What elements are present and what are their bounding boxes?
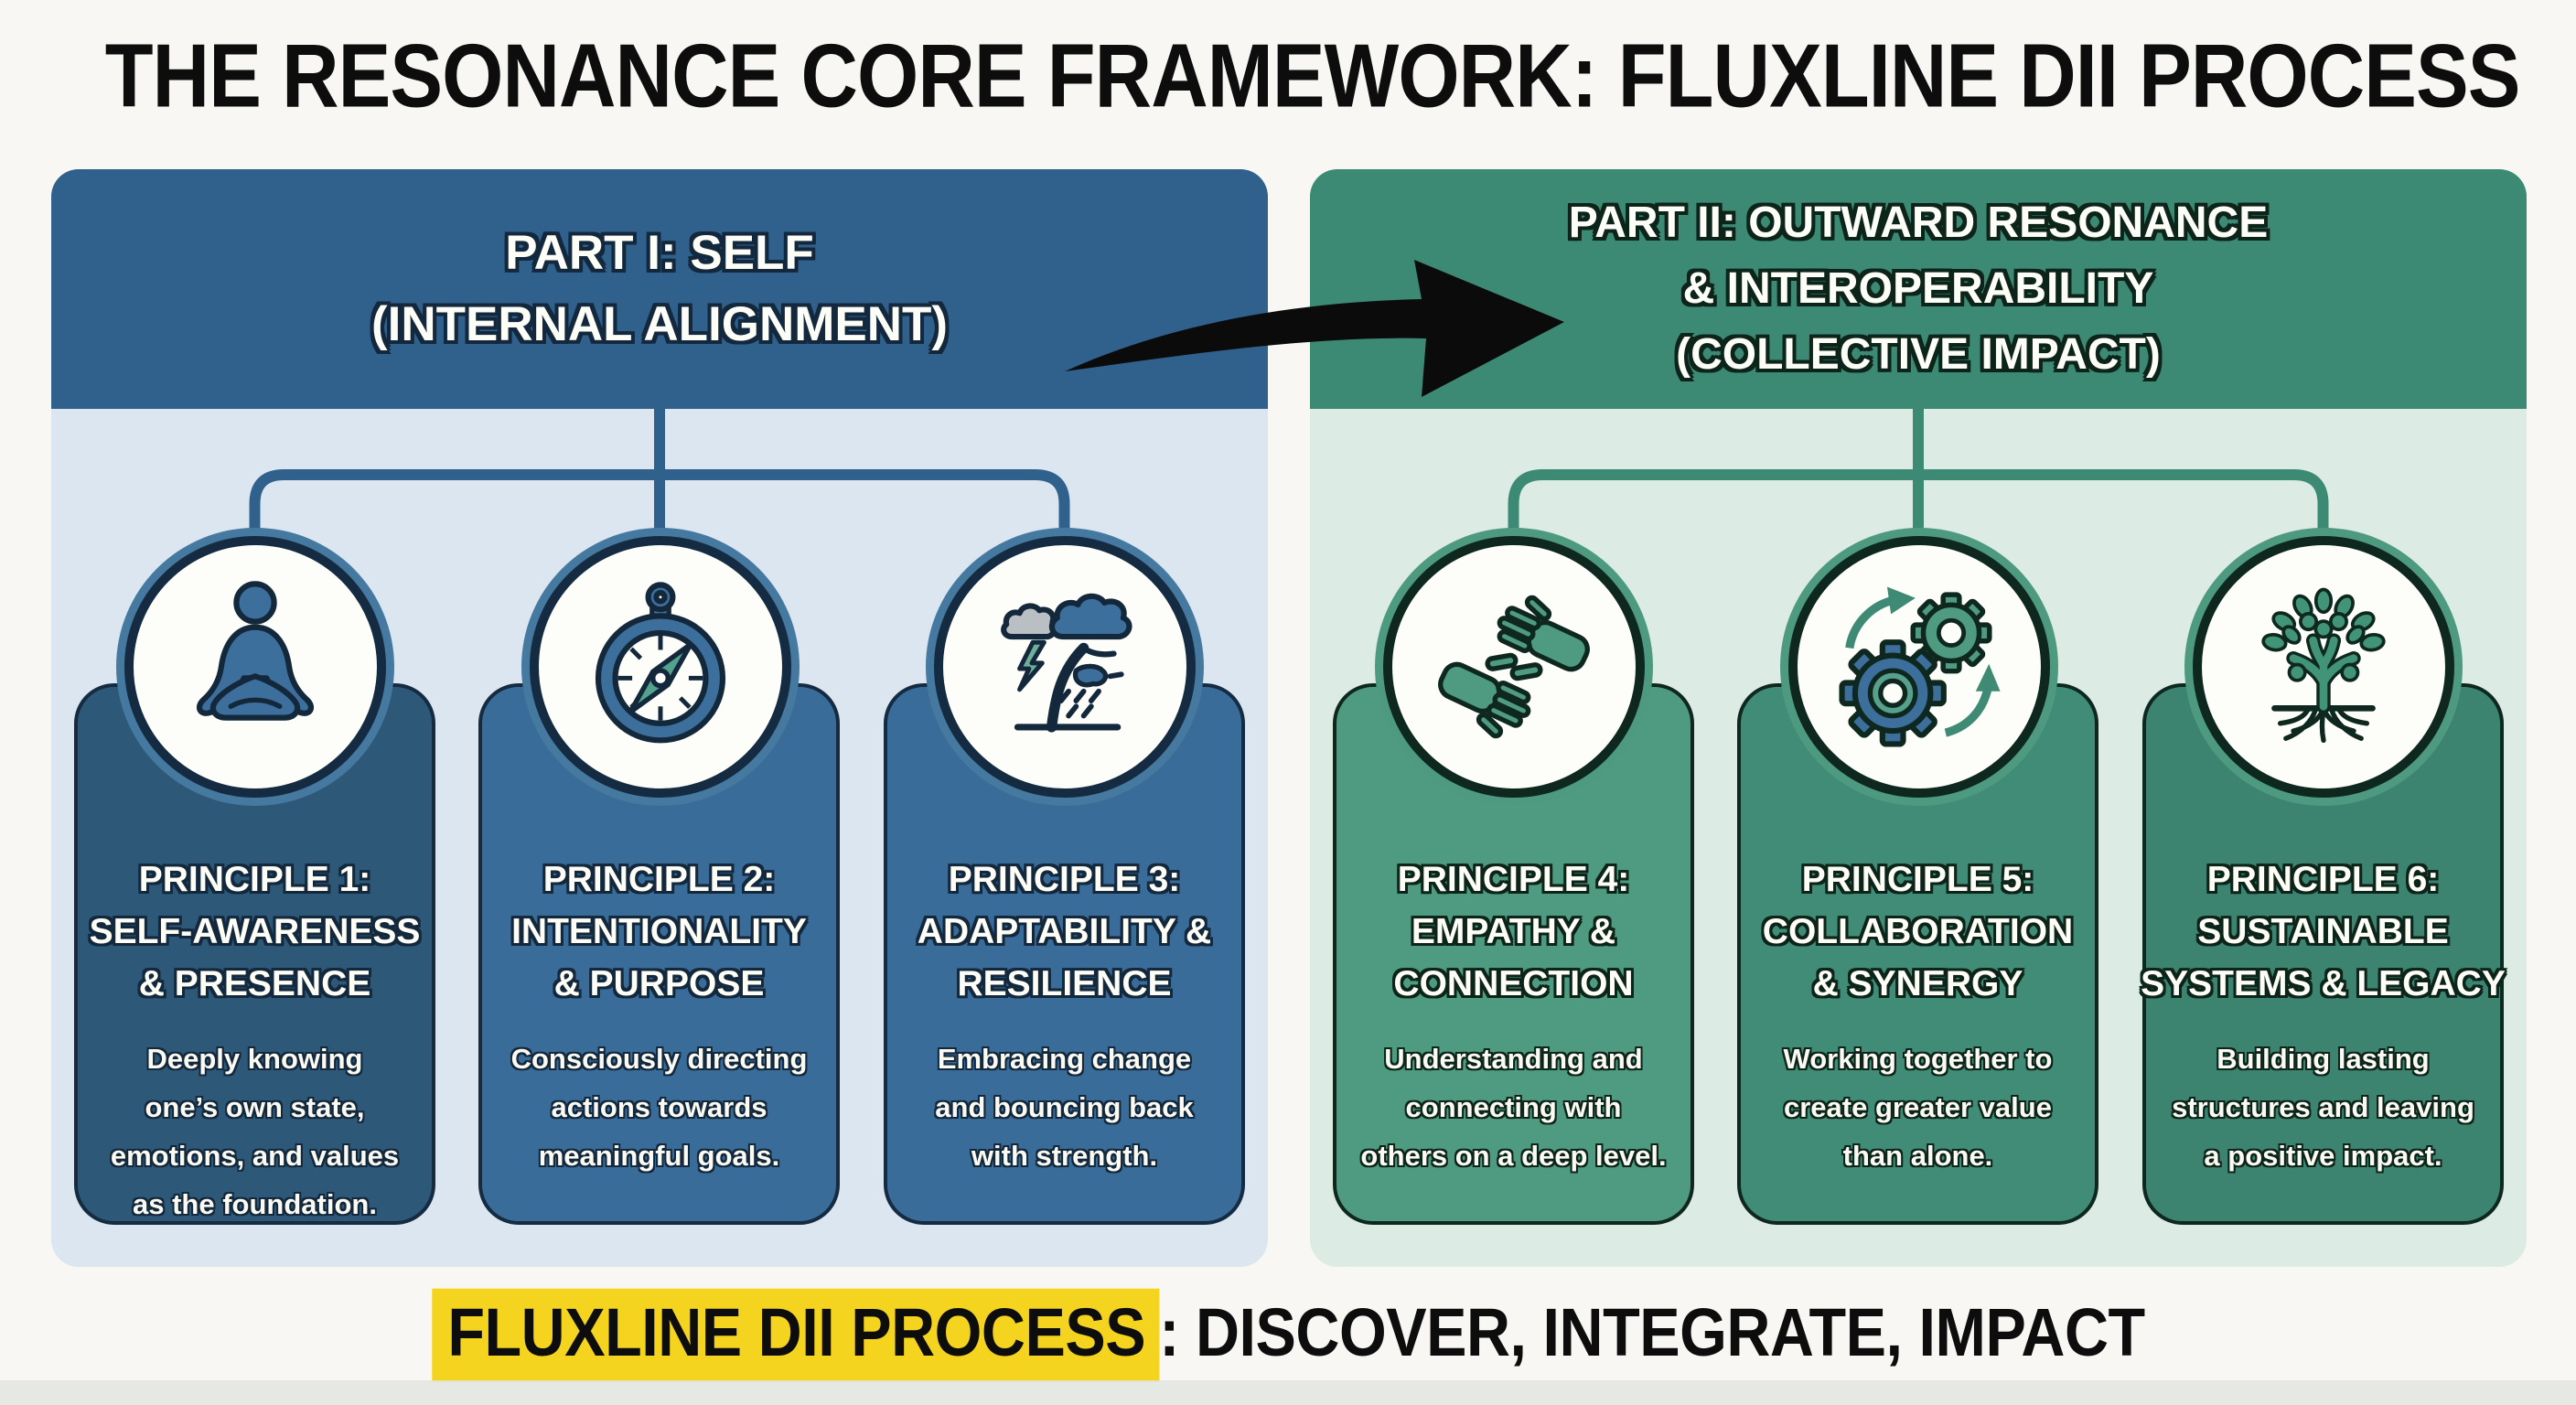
part2-header: PART II: OUTWARD RESONANCE & INTEROPERAB… (1310, 169, 2527, 409)
principle5-title-line2: COLLABORATION (1762, 911, 2074, 951)
part2-title-line2: & INTEROPERABILITY (1682, 264, 2154, 313)
desc-line: meaningful goals. (538, 1139, 780, 1172)
desc-line: than alone. (1842, 1139, 1993, 1172)
principle5-description: Working together to create greater value… (1784, 1035, 2053, 1180)
principle5-title-line3: & SYNERGY (1812, 963, 2023, 1003)
flow-arrow-icon (1065, 260, 1564, 397)
part2-panel: PART II: OUTWARD RESONANCE & INTEROPERAB… (1310, 169, 2527, 1267)
part1-panel: PART I: SELF (INTERNAL ALIGNMENT) (51, 169, 1268, 1267)
principle6-title-line1: PRINCIPLE 6: (2206, 860, 2440, 899)
principle2-title-line3: & PURPOSE (553, 963, 765, 1003)
helping-hands-icon (1438, 595, 1590, 739)
page-title-text: THE RESONANCE CORE FRAMEWORK: FLUXLINE D… (104, 25, 2521, 126)
principle6-description: Building lasting structures and leaving … (2172, 1035, 2474, 1180)
desc-line: Building lasting (2216, 1042, 2430, 1075)
principle4-icon-circle (1383, 536, 1645, 798)
principle4-description: Understanding and connecting with others… (1360, 1035, 1666, 1180)
desc-line: a positive impact. (2204, 1139, 2442, 1172)
principle4-title-line2: EMPATHY & (1411, 911, 1616, 951)
meditation-icon (196, 581, 315, 721)
principle1-icon-circle (124, 536, 386, 798)
principle2-icon-circle (530, 536, 791, 798)
principle1-title-line2: SELF-AWARENESS (89, 911, 421, 951)
part1-header: PART I: SELF (INTERNAL ALIGNMENT) (51, 169, 1268, 409)
principle2-description: Consciously directing actions towards me… (511, 1035, 808, 1180)
principle6-icon-circle (2193, 536, 2454, 798)
principle6-title-line3: SYSTEMS & LEGACY (2141, 963, 2506, 1003)
process-banner-highlight: FLUXLINE DII PROCESS (431, 1288, 1159, 1382)
principle4-title-line3: CONNECTION (1393, 963, 1634, 1003)
principle1-title-line1: PRINCIPLE 1: (138, 860, 371, 899)
principle3-title-line1: PRINCIPLE 3: (948, 860, 1181, 899)
principle6-title-line2: SUSTAINABLE (2197, 911, 2449, 951)
principle1-title: PRINCIPLE 1: SELF-AWARENESS & PRESENCE (90, 854, 421, 1011)
principle1-title-line3: & PRESENCE (138, 963, 371, 1003)
process-banner-rest: : DISCOVER, INTEGRATE, IMPACT (1158, 1294, 2145, 1370)
desc-line: actions towards (551, 1090, 767, 1123)
principle5-icon-circle (1788, 536, 2050, 798)
desc-line: Embracing change (937, 1042, 1192, 1075)
principle2-title-line1: PRINCIPLE 2: (542, 860, 776, 899)
desc-line: create greater value (1784, 1090, 2052, 1123)
principle5-card: PRINCIPLE 5: COLLABORATION & SYNERGY Wor… (1737, 683, 2098, 1225)
principle5-title-line1: PRINCIPLE 5: (1801, 860, 2034, 899)
desc-line: Working together to (1783, 1042, 2053, 1075)
principle6-title: PRINCIPLE 6: SUSTAINABLE SYSTEMS & LEGAC… (2141, 854, 2506, 1011)
part2-title-line3: (COLLECTIVE IMPACT) (1676, 330, 2161, 379)
part2-title-line1: PART II: OUTWARD RESONANCE (1568, 198, 2269, 247)
desc-line: others on a deep level. (1360, 1139, 1667, 1172)
principle2-title: PRINCIPLE 2: INTENTIONALITY & PURPOSE (511, 854, 807, 1011)
principle3-icon-circle (934, 536, 1196, 798)
part1-title-line2: (INTERNAL ALIGNMENT) (370, 297, 949, 351)
desc-line: Understanding and (1384, 1042, 1643, 1075)
desc-line: structures and leaving (2172, 1090, 2474, 1123)
principle3-description: Embracing change and bouncing back with … (935, 1035, 1193, 1180)
compass-icon (595, 582, 726, 744)
desc-line: with strength. (971, 1139, 1158, 1172)
principle1-description: Deeply knowing one’s own state, emotions… (111, 1035, 399, 1228)
desc-line: Deeply knowing (146, 1042, 363, 1075)
principle2-title-line2: INTENTIONALITY (511, 911, 807, 951)
gears-synergy-icon (1839, 586, 2001, 747)
principle3-title-line3: RESILIENCE (957, 963, 1172, 1003)
principle3-title-line2: ADAPTABILITY & (917, 911, 1212, 951)
desc-line: connecting with (1405, 1090, 1622, 1123)
part1-title-line1: PART I: SELF (505, 225, 814, 280)
principle5-title: PRINCIPLE 5: COLLABORATION & SYNERGY (1763, 854, 2073, 1011)
desc-line: as the foundation. (133, 1187, 377, 1220)
principle4-title-line1: PRINCIPLE 4: (1397, 860, 1630, 899)
principle4-title: PRINCIPLE 4: EMPATHY & CONNECTION (1393, 854, 1633, 1011)
desc-line: Consciously directing (510, 1042, 808, 1075)
process-banner-line: FLUXLINE DII PROCESS: DISCOVER, INTEGRAT… (431, 1288, 2145, 1382)
storm-tree-icon (1001, 593, 1132, 733)
process-banner: FLUXLINE DII PROCESS: DISCOVER, INTEGRAT… (0, 1288, 2576, 1382)
principle3-title: PRINCIPLE 3: ADAPTABILITY & RESILIENCE (918, 854, 1211, 1011)
bottom-scan-band (0, 1380, 2576, 1405)
desc-line: and bouncing back (935, 1090, 1194, 1123)
page-title: THE RESONANCE CORE FRAMEWORK: FLUXLINE D… (0, 24, 2576, 125)
tree-roots-icon (2261, 587, 2386, 744)
desc-line: emotions, and values (110, 1139, 400, 1172)
desc-line: one’s own state, (145, 1090, 365, 1123)
